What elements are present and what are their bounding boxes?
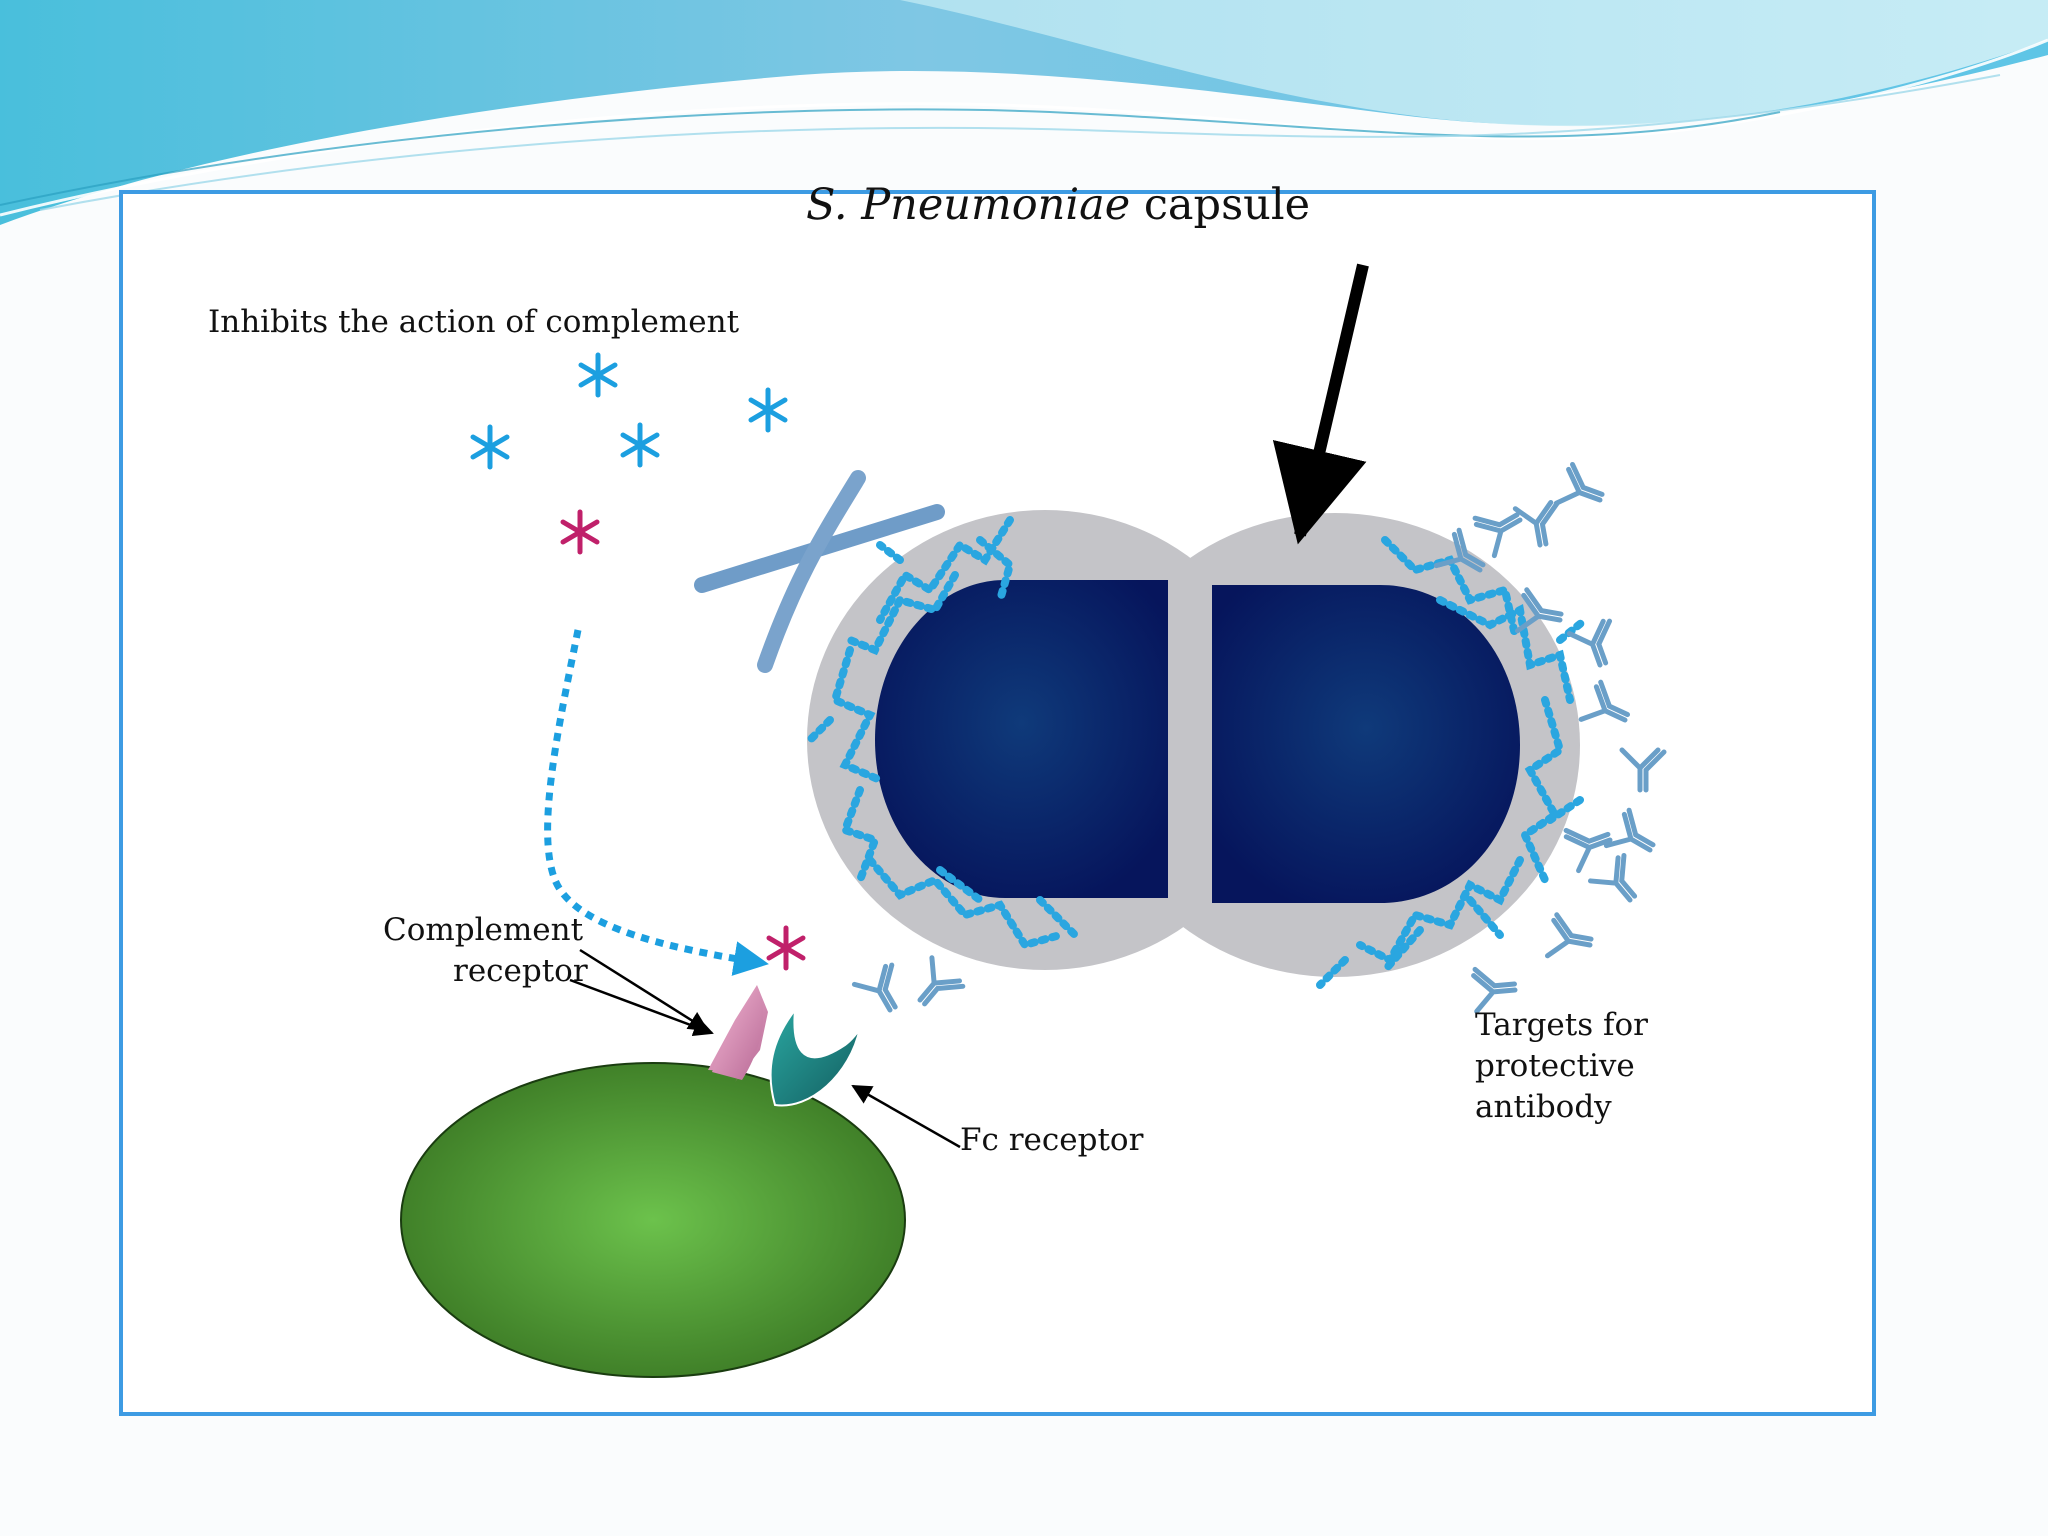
- label-targets-2: protective: [1475, 1048, 1635, 1084]
- complement-receptor-body: [712, 988, 764, 1080]
- label-pointers: [569, 948, 961, 1149]
- title-italic: S. Pneumoniae: [805, 180, 1131, 230]
- label-targets-3: antibody: [1475, 1089, 1612, 1125]
- label-fc-receptor: Fc receptor: [960, 1122, 1144, 1158]
- fibre-strands: [694, 470, 945, 673]
- page-title: S. Pneumoniae capsule: [0, 180, 2048, 230]
- fc-receptor-shape: [769, 1006, 861, 1107]
- label-complement-receptor-1: Complement: [383, 912, 584, 948]
- polysaccharide-chains: [806, 516, 1589, 989]
- complement-molecules: [473, 355, 803, 968]
- phagocyte-cell: [400, 1062, 906, 1378]
- label-inhibits-complement: Inhibits the action of complement: [208, 304, 740, 340]
- title-rest: capsule: [1130, 180, 1311, 230]
- capsule-pointer-arrow: [1272, 263, 1369, 545]
- label-complement-receptor-2: receptor: [453, 953, 588, 989]
- bacterium-diplococcus: [875, 580, 1520, 903]
- label-targets-1: Targets for: [1475, 1007, 1648, 1043]
